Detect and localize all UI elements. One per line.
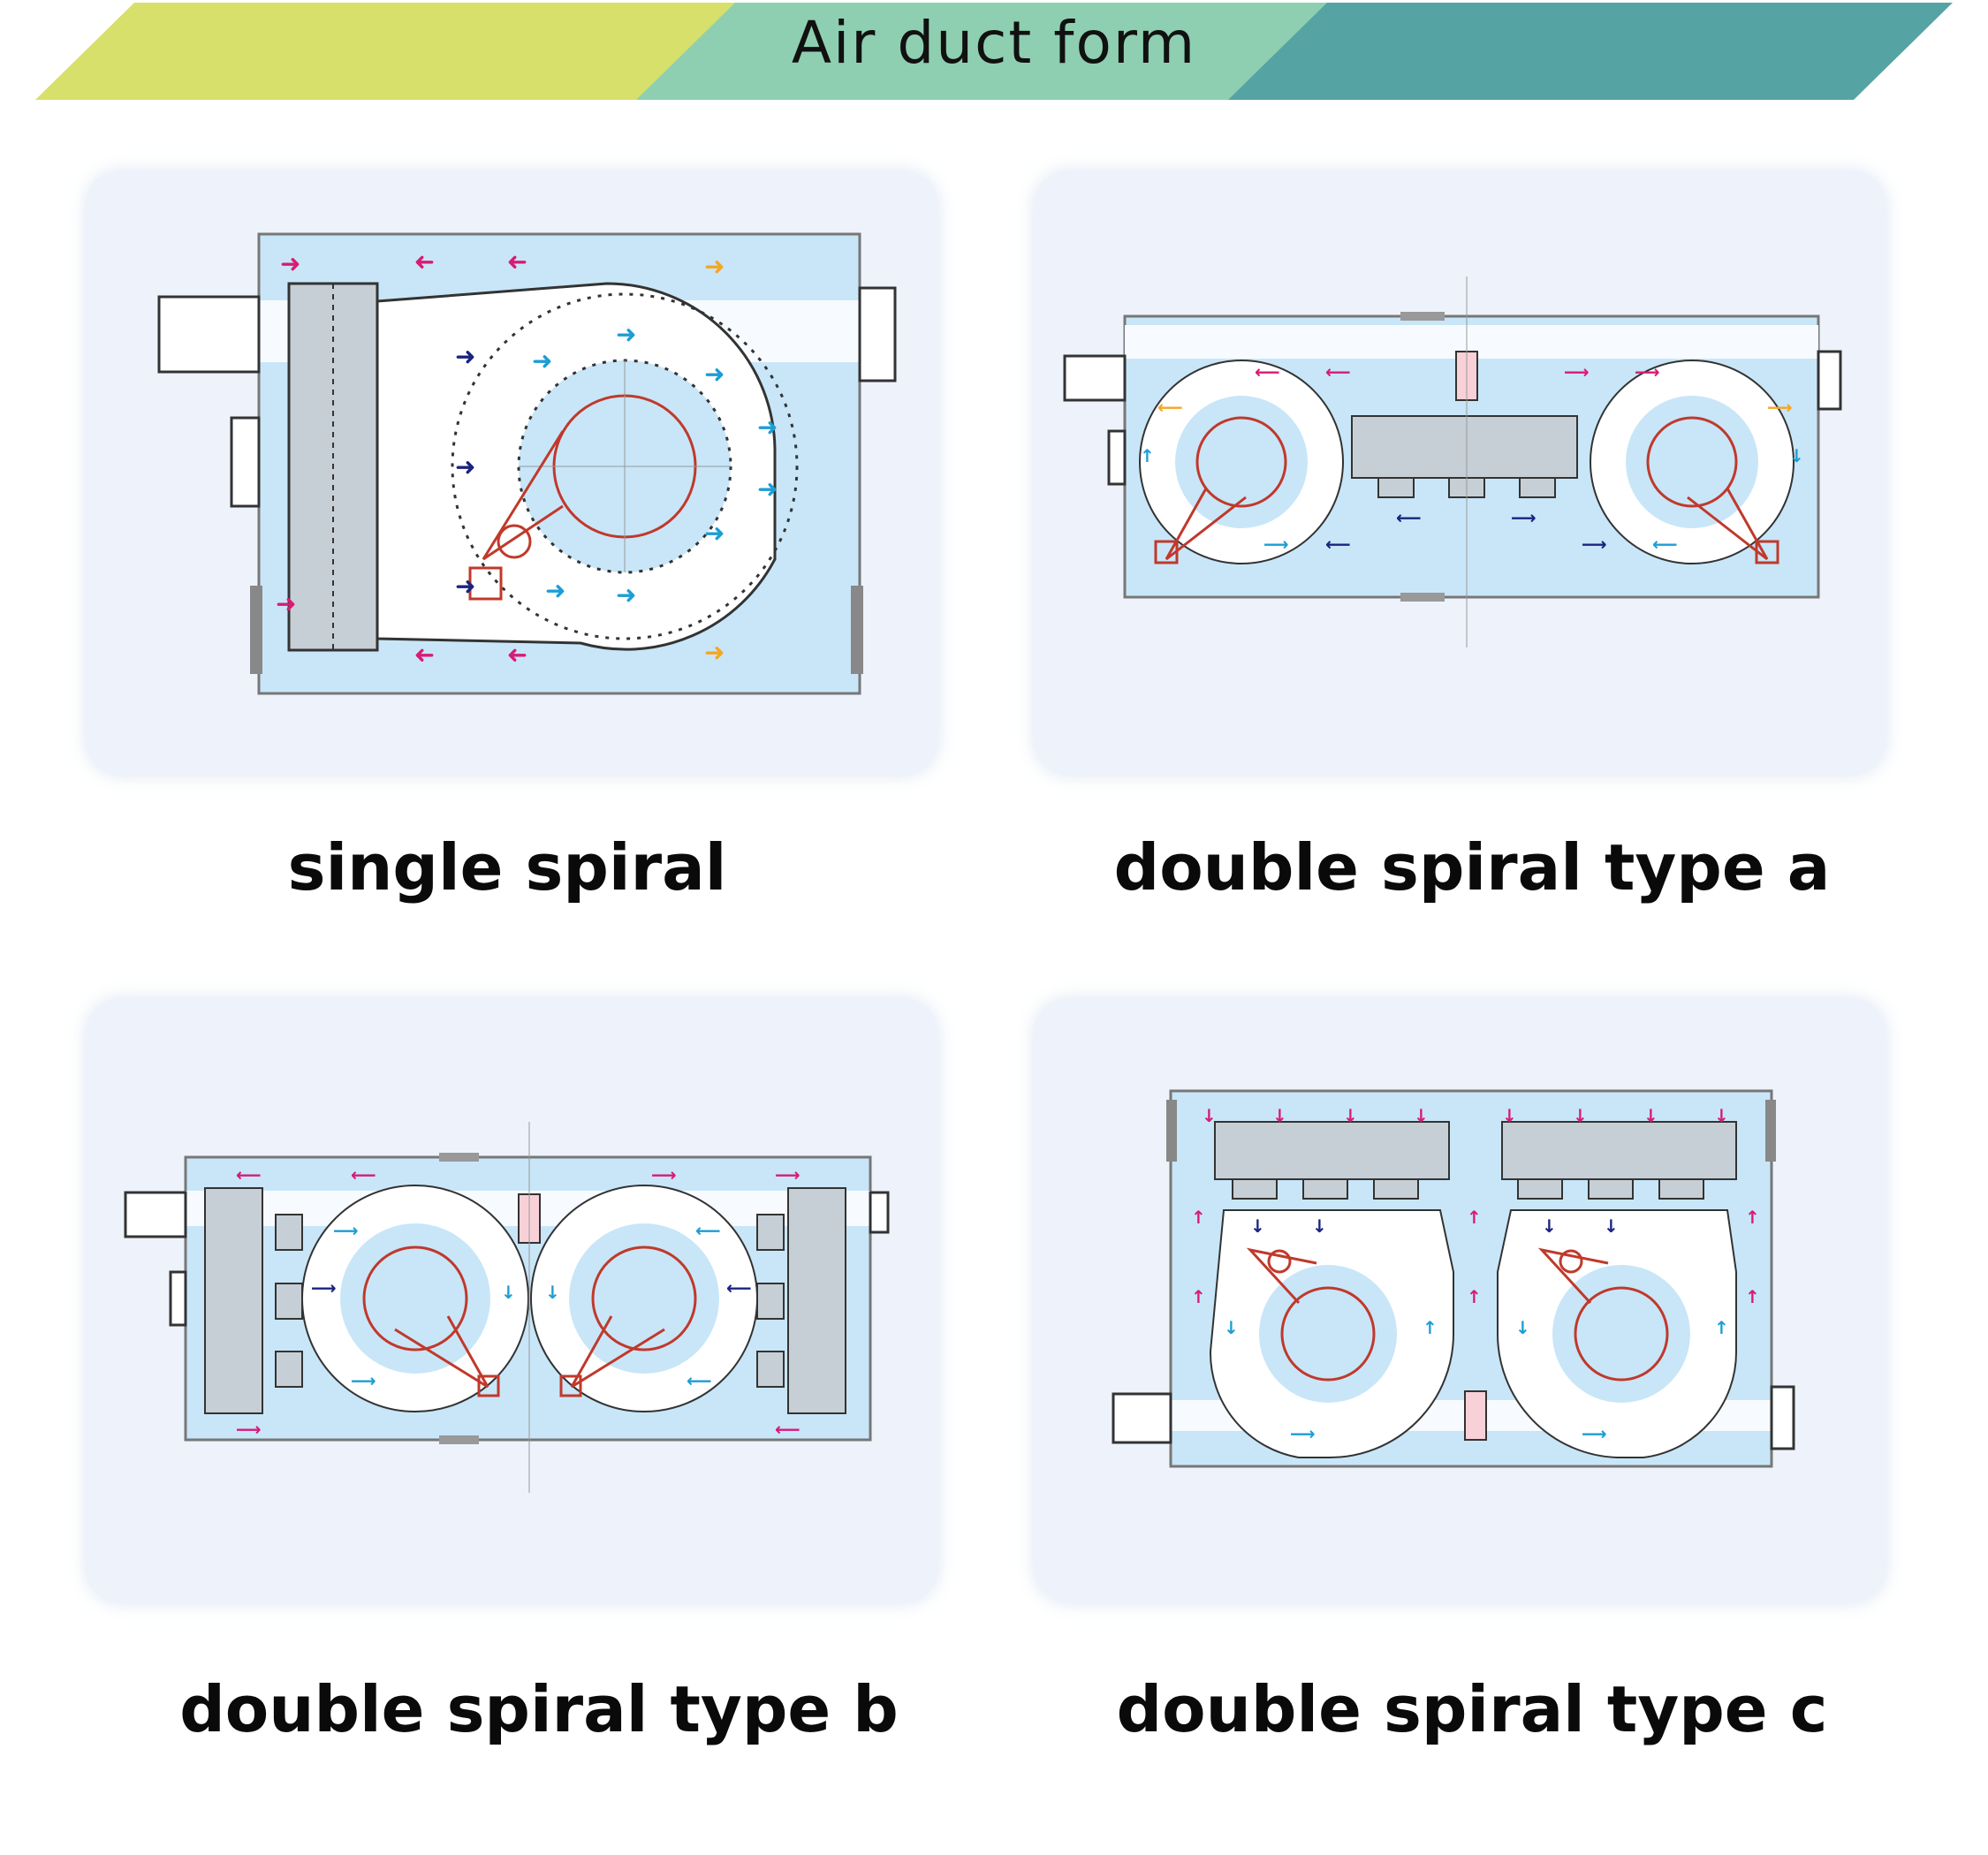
svg-text:➜: ➜ [532, 346, 552, 375]
svg-text:↑: ↑ [1467, 1286, 1482, 1307]
svg-text:⟵: ⟵ [1157, 397, 1183, 418]
diagram-card-double-spiral-c: ↓ ↓ ↓ ↓ ↓ ↓ ↓ ↓ ↑ ↑ ↑ ↑ ↑ ↑ ↓ ↓ ↓ ↓ ↓ ↑ … [1034, 998, 1886, 1603]
svg-text:➜: ➜ [276, 589, 296, 618]
svg-text:⟵: ⟵ [1652, 534, 1678, 555]
svg-text:↑: ↑ [1745, 1207, 1760, 1228]
svg-text:↓: ↓ [1343, 1105, 1358, 1126]
svg-text:↑: ↑ [1467, 1207, 1482, 1228]
svg-text:➜: ➜ [455, 342, 475, 371]
svg-text:↑: ↑ [1191, 1207, 1206, 1228]
svg-text:⟵: ⟵ [1325, 361, 1351, 382]
double-spiral-c-diagram: ↓ ↓ ↓ ↓ ↓ ↓ ↓ ↓ ↑ ↑ ↑ ↑ ↑ ↑ ↓ ↓ ↓ ↓ ↓ ↑ … [1112, 1089, 1795, 1468]
svg-text:⟶: ⟶ [1582, 1423, 1607, 1444]
svg-text:⟶: ⟶ [1290, 1423, 1316, 1444]
diagram-card-double-spiral-b: ⟵ ⟵ ⟶ ⟶ ⟶ ⟵ ⟶ ⟵ ⟶ ⟵ ↓ ↓ ⟶ ⟵ [86, 998, 938, 1603]
svg-text:↓: ↓ [1272, 1105, 1287, 1126]
svg-text:↓: ↓ [1202, 1105, 1217, 1126]
double-spiral-a-diagram: ⟵ ⟵ ⟶ ⟶ ⟵ ⟶ ⟵ ⟶ ⟵ ⟶ ↑ ↓ ⟶ ⟵ [1063, 276, 1842, 647]
svg-text:➜: ➜ [455, 572, 475, 601]
svg-text:↓: ↓ [1414, 1105, 1429, 1126]
svg-text:↓: ↓ [1542, 1215, 1557, 1237]
svg-text:↓: ↓ [1604, 1215, 1619, 1237]
svg-text:➜: ➜ [704, 360, 725, 389]
svg-text:⟶: ⟶ [1635, 361, 1660, 382]
svg-text:⟶: ⟶ [1767, 397, 1793, 418]
svg-text:⟵: ⟵ [687, 1370, 712, 1391]
svg-text:⟵: ⟵ [1396, 507, 1422, 528]
svg-text:⟵: ⟵ [775, 1419, 801, 1440]
svg-text:↓: ↓ [1789, 445, 1804, 466]
svg-text:↑: ↑ [1714, 1317, 1729, 1338]
svg-text:⟶: ⟶ [311, 1277, 337, 1298]
svg-text:➜: ➜ [757, 413, 778, 442]
svg-text:↓: ↓ [1573, 1105, 1588, 1126]
svg-text:↓: ↓ [1224, 1317, 1239, 1338]
svg-text:➜: ➜ [414, 641, 435, 670]
svg-text:↓: ↓ [1714, 1105, 1729, 1126]
single-spiral-diagram: ➜ ➜ ➜ ➜ ➜ ➜ ➜ ➜ ➜ ➜ ➜ ➜ ➜ ➜ ➜ ➜ ➜ ➜ ➜ [157, 232, 897, 695]
svg-text:⟵: ⟵ [726, 1277, 752, 1298]
svg-text:⟵: ⟵ [695, 1220, 721, 1241]
svg-text:⟶: ⟶ [351, 1370, 376, 1391]
svg-text:⟶: ⟶ [1263, 534, 1289, 555]
svg-text:⟶: ⟶ [1511, 507, 1537, 528]
svg-text:➜: ➜ [455, 452, 475, 481]
svg-text:↑: ↑ [1140, 445, 1155, 466]
svg-text:➜: ➜ [507, 248, 527, 277]
svg-text:↓: ↓ [1502, 1105, 1517, 1126]
svg-text:➜: ➜ [616, 580, 636, 610]
svg-text:⟶: ⟶ [775, 1164, 801, 1185]
header-banner [35, 3, 1953, 100]
svg-text:➜: ➜ [507, 641, 527, 670]
svg-text:↑: ↑ [1745, 1286, 1760, 1307]
svg-text:➜: ➜ [545, 576, 565, 605]
svg-text:⟶: ⟶ [333, 1220, 359, 1241]
svg-text:➜: ➜ [616, 320, 636, 349]
svg-text:↓: ↓ [1643, 1105, 1658, 1126]
caption-double-spiral-b: double spiral type b [179, 1672, 899, 1746]
svg-text:⟶: ⟶ [651, 1164, 677, 1185]
svg-text:➜: ➜ [704, 519, 725, 548]
svg-text:↓: ↓ [501, 1282, 516, 1303]
svg-text:↓: ↓ [1250, 1215, 1265, 1237]
double-spiral-b-diagram: ⟵ ⟵ ⟶ ⟶ ⟶ ⟵ ⟶ ⟵ ⟶ ⟵ ↓ ↓ ⟶ ⟵ [124, 1122, 890, 1493]
svg-text:↓: ↓ [1515, 1317, 1530, 1338]
svg-text:↑: ↑ [1423, 1317, 1438, 1338]
svg-text:➜: ➜ [280, 249, 300, 278]
page-title: Air duct form [791, 9, 1197, 77]
svg-text:↓: ↓ [1312, 1215, 1327, 1237]
caption-double-spiral-a: double spiral type a [1113, 830, 1831, 905]
svg-text:⟶: ⟶ [1564, 361, 1590, 382]
svg-text:⟵: ⟵ [1255, 361, 1280, 382]
caption-double-spiral-c: double spiral type c [1116, 1672, 1828, 1746]
diagram-card-single-spiral: ➜ ➜ ➜ ➜ ➜ ➜ ➜ ➜ ➜ ➜ ➜ ➜ ➜ ➜ ➜ ➜ ➜ ➜ ➜ [86, 170, 938, 776]
svg-text:↑: ↑ [1191, 1286, 1206, 1307]
svg-text:➜: ➜ [757, 474, 778, 504]
svg-text:↓: ↓ [545, 1282, 560, 1303]
caption-single-spiral: single spiral [287, 830, 727, 905]
svg-text:⟶: ⟶ [1582, 534, 1607, 555]
diagram-card-double-spiral-a: ⟵ ⟵ ⟶ ⟶ ⟵ ⟶ ⟵ ⟶ ⟵ ⟶ ↑ ↓ ⟶ ⟵ [1034, 170, 1886, 776]
svg-text:⟵: ⟵ [351, 1164, 376, 1185]
svg-text:⟶: ⟶ [236, 1419, 262, 1440]
svg-text:⟵: ⟵ [1325, 534, 1351, 555]
svg-text:➜: ➜ [704, 638, 725, 667]
svg-text:⟵: ⟵ [236, 1164, 262, 1185]
svg-text:➜: ➜ [704, 252, 725, 281]
svg-text:➜: ➜ [414, 248, 435, 277]
